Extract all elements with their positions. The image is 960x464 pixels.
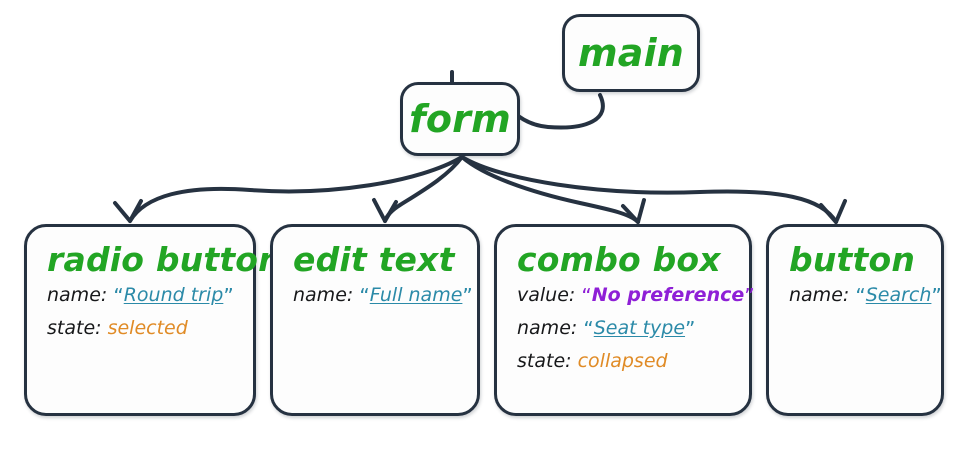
edge-form-to-edit-text bbox=[372, 155, 464, 223]
property-key: name: bbox=[789, 284, 850, 306]
open-quote: “ bbox=[581, 284, 592, 308]
node-button-role: button bbox=[789, 240, 916, 279]
open-quote: “ bbox=[359, 284, 370, 308]
node-combo-box[interactable]: combo box value: “No preference” name: “… bbox=[494, 224, 755, 416]
node-radio-button-role: radio button bbox=[47, 240, 282, 279]
property-name: name: “Round trip” bbox=[47, 284, 237, 308]
property-key: name: bbox=[293, 284, 354, 306]
property-key: state: bbox=[517, 350, 572, 372]
node-main[interactable]: main bbox=[562, 14, 700, 92]
property-value: value: “No preference” bbox=[517, 284, 755, 308]
property-state: state: collapsed bbox=[517, 350, 733, 372]
property-value: Search bbox=[865, 284, 932, 306]
property-name: name: “Search” bbox=[789, 284, 942, 308]
node-radio-button[interactable]: radio button name: “Round trip” state: s… bbox=[24, 224, 282, 416]
close-quote: ” bbox=[744, 284, 755, 308]
close-quote: ” bbox=[462, 284, 473, 308]
property-value: Full name bbox=[369, 284, 463, 306]
property-value: Round trip bbox=[123, 284, 224, 306]
open-quote: “ bbox=[855, 284, 866, 308]
property-name: name: “Full name” bbox=[293, 284, 473, 308]
open-quote: “ bbox=[113, 284, 124, 308]
close-quote: ” bbox=[931, 284, 942, 308]
close-quote: ” bbox=[223, 284, 234, 308]
property-key: state: bbox=[47, 317, 102, 339]
property-value: collapsed bbox=[577, 350, 668, 372]
property-value: selected bbox=[107, 317, 188, 339]
property-key: name: bbox=[517, 317, 578, 339]
property-value: Seat type bbox=[593, 317, 686, 339]
edge-form-to-radio-button bbox=[113, 155, 464, 223]
property-name: name: “Seat type” bbox=[517, 317, 733, 341]
close-quote: ” bbox=[685, 317, 696, 341]
node-main-role: main bbox=[577, 31, 685, 75]
node-form-role: form bbox=[409, 97, 511, 141]
property-value-text: No preference bbox=[591, 284, 745, 306]
property-state: state: selected bbox=[47, 317, 237, 339]
open-quote: “ bbox=[583, 317, 594, 341]
edge-form-to-button bbox=[460, 155, 847, 224]
property-key: value: bbox=[517, 284, 576, 306]
edge-form-to-combo-box bbox=[460, 155, 646, 224]
node-edit-text[interactable]: edit text name: “Full name” bbox=[270, 224, 480, 416]
node-form[interactable]: form bbox=[400, 82, 520, 156]
property-key: name: bbox=[47, 284, 108, 306]
node-edit-text-role: edit text bbox=[293, 240, 455, 279]
node-button[interactable]: button name: “Search” bbox=[766, 224, 944, 416]
node-combo-box-role: combo box bbox=[517, 240, 721, 279]
